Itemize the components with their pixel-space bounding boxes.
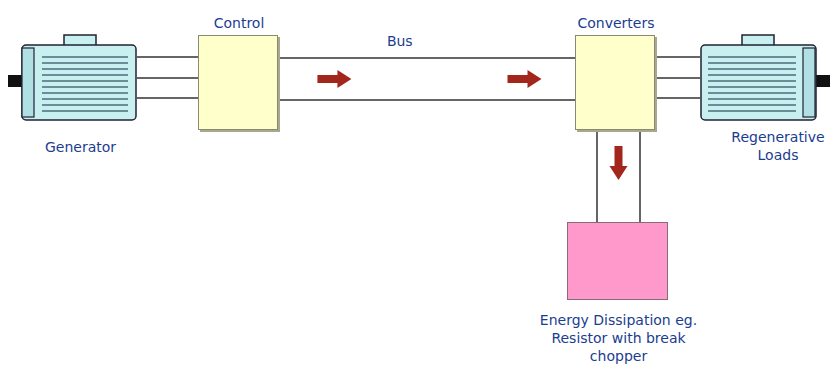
regenerative-load: Regenerative Loads [700, 35, 817, 122]
flow-arrow [317, 70, 351, 88]
connector [278, 58, 575, 100]
flow-arrow [610, 146, 628, 180]
wire [596, 130, 598, 222]
node-label: Energy Dissipation eg. Resistor with bre… [529, 311, 709, 365]
control-box: Control [198, 35, 278, 130]
motor-body [22, 45, 136, 120]
wire [278, 99, 575, 101]
generator: Generator [20, 35, 137, 122]
wire [655, 56, 700, 58]
node-label: Control [174, 14, 304, 32]
end-cap [22, 48, 34, 117]
motor-shaft [815, 75, 830, 87]
motor-body [701, 45, 816, 120]
wire [655, 97, 700, 99]
connector [597, 130, 640, 222]
edge-label: Bus [384, 32, 416, 50]
wire [137, 77, 198, 79]
cooling-fins [42, 52, 128, 114]
wire [278, 57, 575, 59]
wire [655, 77, 700, 79]
load-motor [701, 35, 830, 120]
converter-box: Converters [575, 35, 655, 130]
flow-arrow [508, 70, 542, 88]
generator-motor [8, 35, 136, 120]
connector [655, 57, 700, 98]
node-label: Regenerative Loads [725, 128, 831, 164]
wire [639, 130, 641, 222]
cooling-fins [708, 52, 796, 114]
connector [137, 57, 198, 98]
wire [137, 97, 198, 99]
node-label: Converters [551, 14, 681, 32]
wire [137, 56, 198, 58]
end-cap [803, 48, 815, 117]
dissipation-box: Energy Dissipation eg. Resistor with bre… [567, 222, 668, 300]
node-label: Generator [11, 138, 151, 156]
